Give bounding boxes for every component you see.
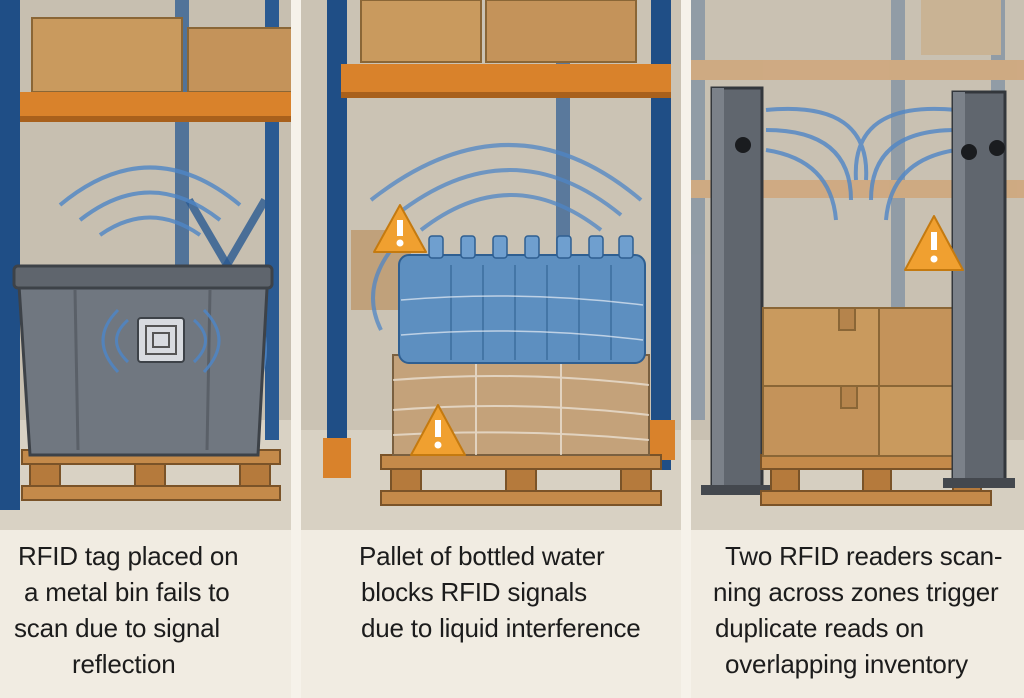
- signal-waves-icon: [765, 106, 957, 221]
- panel-bottled-water: Pallet of bottled water blocks RFID sign…: [301, 0, 681, 698]
- panel-3-illustration: [691, 0, 1024, 530]
- bottled-water: [398, 235, 646, 364]
- caption-line: duplicate reads on: [715, 613, 924, 643]
- warning-icon: [410, 404, 466, 456]
- caption-line: blocks RFID signals: [361, 577, 587, 607]
- caption-line: ning across zones trigger: [713, 577, 999, 607]
- panel-1-illustration: [0, 0, 331, 530]
- panel-metal-bin: RFID tag placed on a metal bin fails to …: [0, 0, 331, 698]
- panel-divider: [291, 0, 301, 698]
- wooden-pallet: [380, 454, 662, 470]
- caption-line: RFID tag placed on: [18, 541, 239, 571]
- rfid-tag-icon: [137, 317, 185, 363]
- caption-line: scan due to signal: [14, 613, 220, 643]
- signal-waves-icon: [369, 143, 643, 331]
- rfid-reader-right: [943, 90, 1015, 488]
- cardboard-box: [31, 17, 183, 93]
- caption-line: overlapping inventory: [725, 649, 968, 679]
- panel-2-illustration: [301, 0, 681, 530]
- panel-3-caption: Two RFID readers scan- ning across zones…: [691, 538, 1024, 682]
- rack-upright: [651, 0, 671, 470]
- caption-line: due to liquid interference: [361, 613, 641, 643]
- cardboard-box-stack: [762, 307, 972, 457]
- caption-line: a metal bin fails to: [24, 577, 230, 607]
- caption-line: Two RFID readers scan-: [725, 541, 1003, 571]
- warning-icon: [373, 204, 427, 253]
- caption-line: reflection: [72, 649, 176, 679]
- panel-duplicate-reads: Two RFID readers scan- ning across zones…: [691, 0, 1024, 698]
- rfid-reader-left: [701, 86, 773, 495]
- caption-line: Pallet of bottled water: [359, 541, 605, 571]
- rack-upright: [0, 0, 20, 510]
- rack-upright: [327, 0, 347, 470]
- panel-1-caption: RFID tag placed on a metal bin fails to …: [0, 538, 331, 682]
- warning-icon: [904, 215, 964, 271]
- panel-2-caption: Pallet of bottled water blocks RFID sign…: [301, 538, 681, 646]
- cardboard-box: [187, 27, 299, 93]
- panel-divider: [681, 0, 691, 698]
